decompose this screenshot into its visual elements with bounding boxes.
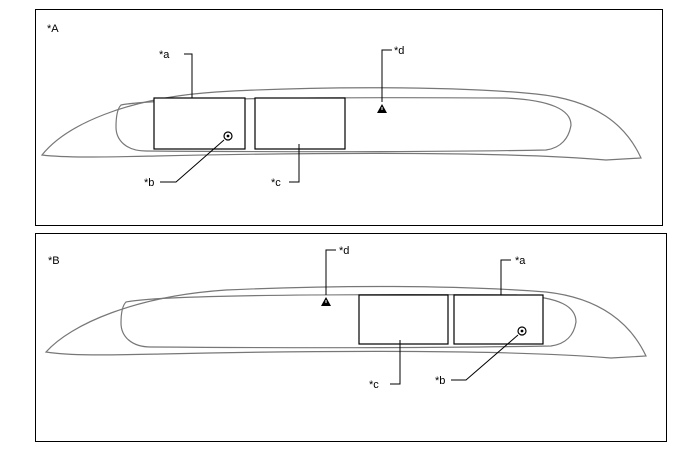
- callout-a: *a: [515, 255, 526, 267]
- camera-housing-c: [254, 97, 346, 150]
- warning-triangle-icon: [377, 104, 387, 113]
- panel-label: *B: [48, 255, 60, 267]
- panel-a-drawing: *A *a *b *c *d: [40, 23, 642, 189]
- windshield-inner: [120, 294, 577, 349]
- callout-b: *b: [435, 375, 445, 387]
- leader-d: [325, 249, 336, 295]
- diagram-panel-a: *A *a *b *c *d: [35, 9, 663, 226]
- callout-c: *c: [369, 379, 379, 391]
- callout-d: *d: [394, 45, 404, 57]
- sensor-housing-a: [153, 97, 246, 150]
- callout-b: *b: [144, 177, 154, 189]
- windshield-outline: [44, 285, 647, 359]
- callout-c: *c: [271, 177, 281, 189]
- callout-d: *d: [339, 245, 349, 257]
- leader-b: [160, 139, 225, 183]
- callout-a: *a: [159, 49, 170, 61]
- camera-housing-c: [358, 294, 449, 345]
- leader-b: [451, 334, 519, 381]
- leader-a: [500, 259, 511, 295]
- panel-b-drawing: *B *d *a *c *b: [44, 245, 647, 391]
- sensor-housing-a: [453, 294, 544, 345]
- light-sensor-icon: [517, 326, 527, 336]
- leader-c: [390, 340, 401, 385]
- leader-c: [289, 144, 300, 183]
- warning-triangle-icon: [321, 297, 331, 306]
- panel-label: *A: [47, 23, 59, 35]
- diagram-panel-b: *B *d *a *c *b: [35, 233, 667, 442]
- leader-d: [381, 49, 392, 102]
- windshield-outline: [40, 87, 642, 161]
- light-sensor-icon: [223, 131, 233, 141]
- leader-a: [184, 53, 193, 98]
